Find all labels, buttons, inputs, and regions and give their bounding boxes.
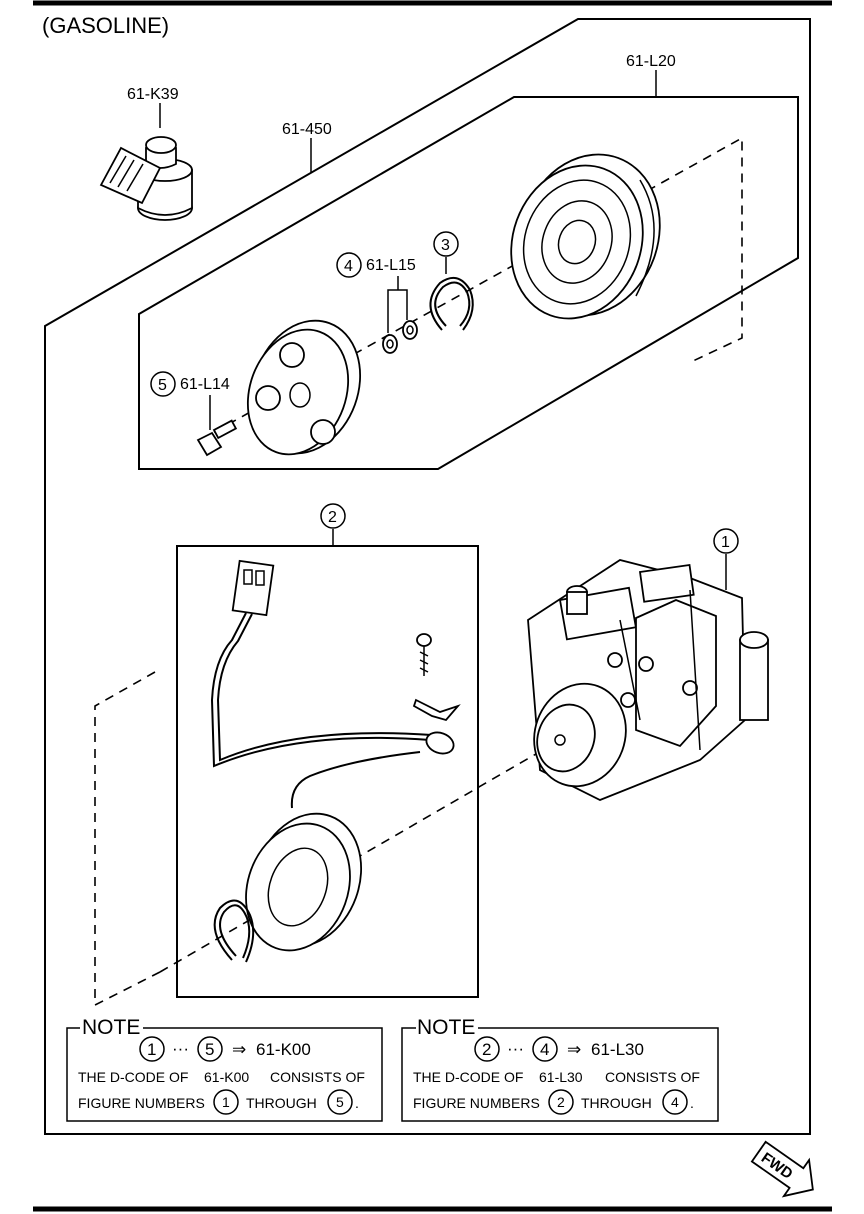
outline-61-450 [44, 18, 811, 1135]
label-61-K39: 61-K39 [127, 86, 179, 103]
bolt-61-L14[interactable] [196, 419, 238, 457]
fwd-arrow-icon: FWD [750, 1140, 814, 1198]
svg-text:1: 1 [222, 1094, 230, 1110]
svg-text:4: 4 [540, 1040, 549, 1059]
axis-dashed-lower [94, 671, 161, 1007]
svg-text:2: 2 [328, 509, 337, 526]
svg-text:61-K00: 61-K00 [204, 1069, 249, 1085]
svg-text:···: ··· [172, 1039, 189, 1058]
svg-text:.: . [355, 1095, 359, 1111]
note-box-2: NOTE 2 ··· 4 ⇒ 61-L30 THE D-CODE OF 61-L… [401, 1016, 719, 1122]
svg-text:FIGURE NUMBERS: FIGURE NUMBERS [413, 1095, 540, 1111]
svg-text:5: 5 [336, 1094, 344, 1110]
svg-text:···: ··· [507, 1039, 524, 1058]
callout-4 [336, 252, 362, 278]
svg-text:⇒: ⇒ [232, 1040, 246, 1059]
compressor-assembly[interactable] [520, 559, 769, 801]
svg-text:CONSISTS OF: CONSISTS OF [605, 1069, 700, 1085]
outline-61-L20 [138, 96, 799, 470]
label-61-L15: 61-L15 [366, 257, 416, 274]
note-1-heading: NOTE [82, 1016, 140, 1039]
callout-1 [713, 528, 739, 554]
label-61-L14: 61-L14 [180, 376, 230, 393]
label-61-L20: 61-L20 [626, 53, 676, 70]
svg-text:5: 5 [158, 377, 167, 394]
svg-text:CONSISTS OF: CONSISTS OF [270, 1069, 365, 1085]
svg-text:4: 4 [671, 1094, 679, 1110]
shims-61-L15[interactable] [382, 320, 418, 354]
svg-text:2: 2 [482, 1040, 491, 1059]
axis-dashed-top [199, 136, 743, 441]
svg-text:1: 1 [147, 1040, 156, 1059]
svg-text:4: 4 [344, 258, 353, 275]
svg-text:THROUGH: THROUGH [246, 1095, 317, 1111]
callout-5 [150, 371, 176, 397]
svg-text:⇒: ⇒ [567, 1040, 581, 1059]
svg-text:61-L30: 61-L30 [539, 1069, 583, 1085]
svg-text:FIGURE NUMBERS: FIGURE NUMBERS [78, 1095, 205, 1111]
svg-text:5: 5 [205, 1040, 214, 1059]
page-title: (GASOLINE) [42, 13, 169, 38]
coil-harness[interactable] [210, 559, 457, 809]
field-coil[interactable] [229, 798, 379, 965]
svg-text:.: . [690, 1095, 694, 1111]
callout-3 [433, 231, 459, 257]
svg-text:THE D-CODE OF: THE D-CODE OF [413, 1069, 523, 1085]
svg-text:1: 1 [721, 534, 730, 551]
label-61-450: 61-450 [282, 121, 332, 138]
callout-2 [320, 503, 346, 529]
armature-plate[interactable] [231, 305, 378, 468]
note-box-1: NOTE 1 ··· 5 ⇒ 61-K00 THE D-CODE OF 61-K… [66, 1016, 383, 1122]
relay-61-K39[interactable] [99, 136, 193, 221]
snap-ring-3[interactable] [429, 276, 474, 331]
svg-text:THE D-CODE OF: THE D-CODE OF [78, 1069, 188, 1085]
pulley-rotor[interactable] [490, 135, 682, 337]
field-coil-box [176, 545, 479, 998]
svg-text:3: 3 [441, 237, 450, 254]
svg-text:61-L30: 61-L30 [591, 1040, 644, 1059]
svg-text:61-K00: 61-K00 [256, 1040, 311, 1059]
svg-text:THROUGH: THROUGH [581, 1095, 652, 1111]
ground-screw[interactable] [412, 633, 461, 722]
svg-text:2: 2 [557, 1094, 565, 1110]
snap-ring-lower[interactable] [213, 899, 255, 963]
note-2-heading: NOTE [417, 1016, 475, 1039]
